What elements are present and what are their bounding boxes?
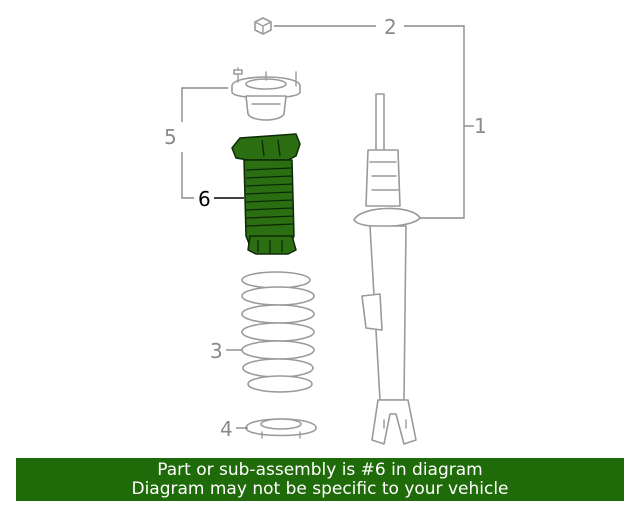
- strut-part[interactable]: [353, 93, 421, 445]
- banner-line-1: Part or sub-assembly is #6 in diagram: [157, 459, 483, 480]
- callout-5-bracket: [181, 87, 228, 199]
- spring-seat-part[interactable]: [245, 418, 317, 439]
- dust-boot-part[interactable]: [231, 133, 301, 255]
- callout-2-bracket: [404, 25, 465, 219]
- callout-2[interactable]: 2: [384, 15, 397, 39]
- parts-diagram: 2 1 5 6 3 4: [164, 15, 487, 445]
- callout-6[interactable]: 6: [198, 187, 211, 211]
- callout-4[interactable]: 4: [220, 417, 233, 441]
- info-banner: Part or sub-assembly is #6 in diagram Di…: [16, 458, 624, 501]
- callout-1[interactable]: 1: [474, 114, 487, 138]
- callout-3[interactable]: 3: [210, 339, 223, 363]
- nut-part[interactable]: [254, 17, 272, 35]
- coil-spring-part[interactable]: [241, 271, 315, 393]
- upper-mount-part[interactable]: [231, 67, 301, 121]
- callout-5[interactable]: 5: [164, 125, 177, 149]
- banner-line-2: Diagram may not be specific to your vehi…: [131, 478, 509, 499]
